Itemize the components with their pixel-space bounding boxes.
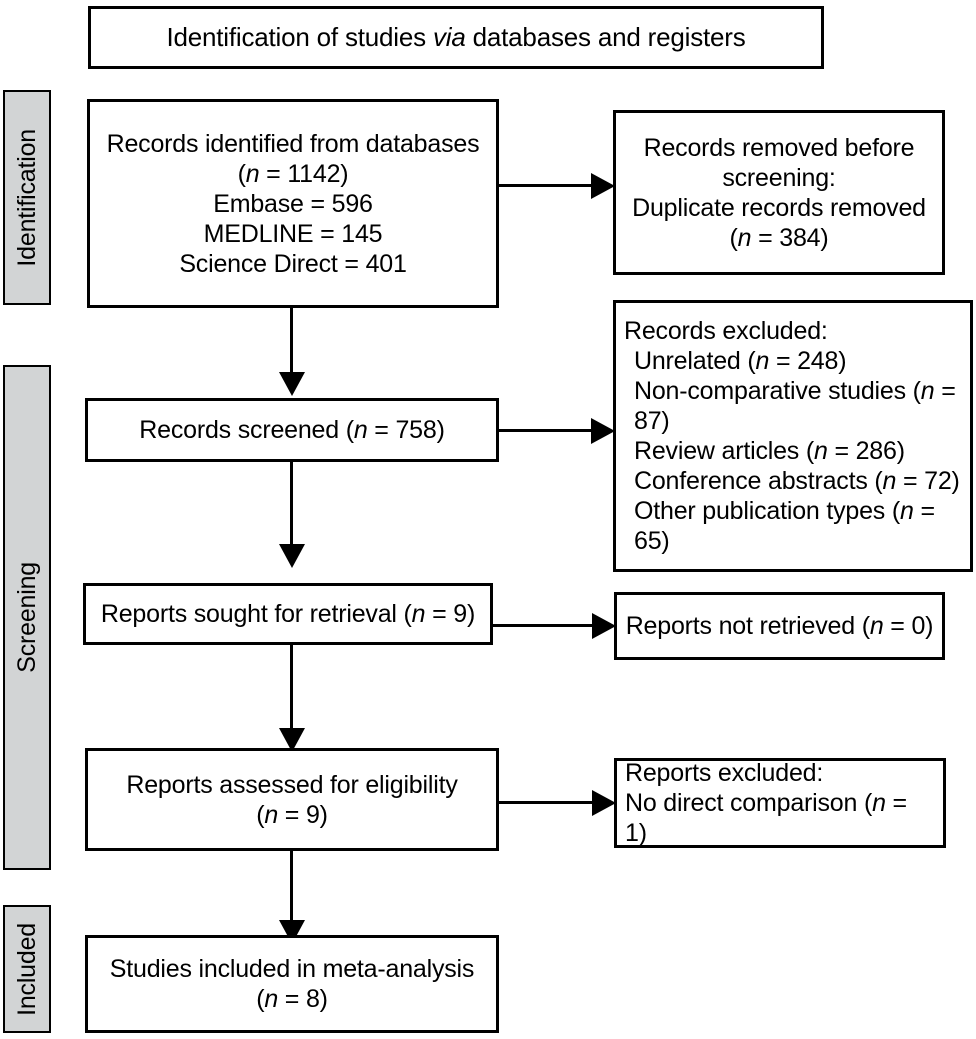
box-records-screened-text: Records screened (n = 758) xyxy=(96,415,488,445)
line-reports-sought-0: Reports sought for retrieval (n = 9) xyxy=(100,600,476,628)
line-records-screened-0: Records screened (n = 758) xyxy=(139,416,445,444)
connector-sought-to-not-retrieved xyxy=(493,624,598,627)
box-records-removed: Records removed before screening: Duplic… xyxy=(613,110,945,275)
stage-label-identification-text: Identification xyxy=(12,128,41,267)
stage-label-included: Included xyxy=(3,905,51,1033)
box-reports-not-retrieved-text: Reports not retrieved (n = 0) xyxy=(625,611,934,641)
line-records-excluded-2: Non-comparative studies (n = 87) xyxy=(634,377,956,435)
stage-label-included-text: Included xyxy=(12,922,41,1016)
box-records-excluded-text: Records excluded: Unrelated (n = 248) No… xyxy=(624,316,962,556)
line-records-removed-1: screening: xyxy=(722,163,836,192)
line-studies-included-0: Studies included in meta-analysis xyxy=(109,955,475,983)
line-records-identified-2: Embase = 596 xyxy=(213,189,373,218)
box-records-excluded: Records excluded: Unrelated (n = 248) No… xyxy=(613,300,973,572)
stage-label-screening: Screening xyxy=(3,365,51,870)
diagram-title-part2: databases and registers xyxy=(465,22,746,52)
line-records-identified-4: Science Direct = 401 xyxy=(179,249,407,278)
box-records-identified-text: Records identified from databases (n = 1… xyxy=(98,129,488,279)
line-records-identified-0: Records identified from databases xyxy=(106,129,480,158)
line-records-identified-1: (n = 1142) xyxy=(237,159,349,188)
line-records-identified-3: MEDLINE = 145 xyxy=(203,219,383,248)
arrowhead-screened-to-sought xyxy=(279,544,305,568)
line-studies-included-1: (n = 8) xyxy=(256,985,328,1013)
box-studies-included-text: Studies included in meta-analysis (n = 8… xyxy=(96,954,488,1014)
line-records-removed-3: (n = 384) xyxy=(729,223,829,252)
box-reports-sought-text: Reports sought for retrieval (n = 9) xyxy=(94,599,482,629)
connector-identified-to-removed xyxy=(499,184,597,187)
line-reports-assessed-0: Reports assessed for eligibility xyxy=(126,770,458,799)
box-reports-sought: Reports sought for retrieval (n = 9) xyxy=(83,583,493,645)
line-records-excluded-3: Review articles (n = 286) xyxy=(634,437,905,465)
box-records-identified: Records identified from databases (n = 1… xyxy=(87,99,499,308)
line-records-excluded-4: Conference abstracts (n = 72) xyxy=(634,467,960,495)
arrowhead-identified-to-removed xyxy=(591,173,615,199)
diagram-title-text: Identification of studies via databases … xyxy=(166,22,745,53)
connector-screened-to-sought xyxy=(290,462,293,558)
box-reports-excluded: Reports excluded: No direct comparison (… xyxy=(614,758,946,848)
arrowhead-identified-to-screened xyxy=(279,372,305,396)
line-records-excluded-0: Records excluded: xyxy=(624,317,828,345)
arrowhead-sought-to-not-retrieved xyxy=(592,613,616,639)
line-records-removed-0: Records removed before xyxy=(643,133,915,162)
line-reports-assessed-1: (n = 9) xyxy=(256,800,328,829)
line-records-excluded-5: Other publication types (n = 65) xyxy=(634,497,935,555)
arrowhead-assessed-to-excluded xyxy=(592,790,616,816)
line-reports-excluded-1: No direct comparison (n = 1) xyxy=(625,789,907,847)
stage-label-screening-text: Screening xyxy=(12,562,41,673)
box-reports-not-retrieved: Reports not retrieved (n = 0) xyxy=(614,592,945,660)
box-records-screened: Records screened (n = 758) xyxy=(85,398,499,462)
box-studies-included: Studies included in meta-analysis (n = 8… xyxy=(85,935,499,1033)
line-reports-not-retrieved-0: Reports not retrieved (n = 0) xyxy=(625,612,934,640)
box-reports-assessed: Reports assessed for eligibility (n = 9) xyxy=(85,748,499,851)
stage-label-identification: Identification xyxy=(3,90,51,305)
connector-sought-to-assessed xyxy=(290,645,293,743)
line-reports-excluded-0: Reports excluded: xyxy=(625,759,824,787)
connector-screened-to-excluded xyxy=(499,429,597,432)
connector-assessed-to-excluded xyxy=(499,801,598,804)
box-reports-assessed-text: Reports assessed for eligibility (n = 9) xyxy=(96,770,488,830)
line-records-removed-2: Duplicate records removed xyxy=(632,193,926,222)
box-reports-excluded-text: Reports excluded: No direct comparison (… xyxy=(625,758,935,848)
connector-identified-to-screened xyxy=(290,308,293,386)
diagram-title-box: Identification of studies via databases … xyxy=(88,6,824,69)
diagram-title-italic: via xyxy=(432,22,466,52)
box-records-removed-text: Records removed before screening: Duplic… xyxy=(624,133,934,253)
diagram-title-part1: Identification of studies xyxy=(166,22,433,52)
line-records-excluded-1: Unrelated (n = 248) xyxy=(634,347,847,375)
connector-assessed-to-included xyxy=(290,851,293,935)
arrowhead-screened-to-excluded xyxy=(591,418,615,444)
